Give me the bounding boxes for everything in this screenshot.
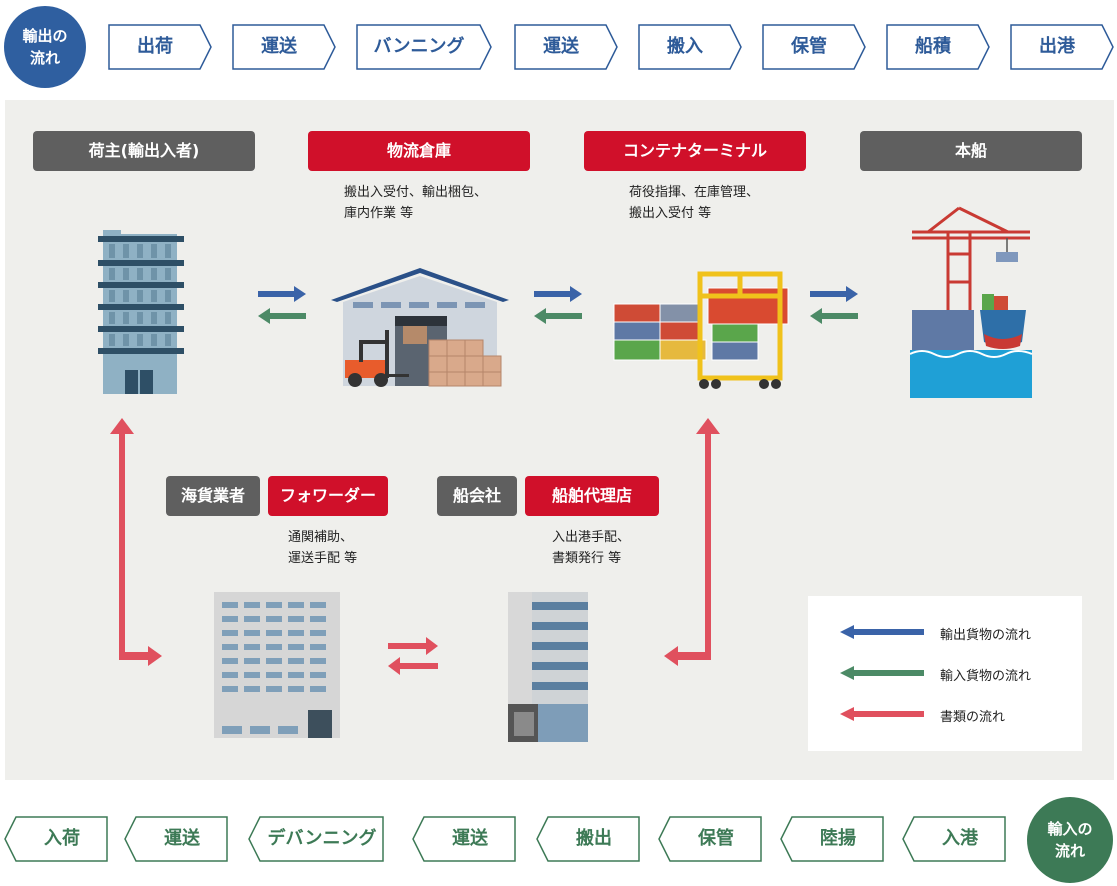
import-step-transport-1: 運送 — [124, 816, 228, 862]
import-arrow-2-icon — [534, 308, 582, 324]
agent-category-tag: 船会社 — [437, 476, 517, 516]
export-step-departure: 出港 — [1010, 24, 1114, 70]
legend-import-arrow-icon — [840, 666, 924, 680]
import-arrow-1-icon — [258, 308, 306, 324]
export-step-storage: 保管 — [762, 24, 866, 70]
container-terminal-icon — [613, 271, 789, 389]
agent-desc: 入出港手配、 書類発行 等 — [552, 530, 631, 566]
export-step-loading: 船積 — [886, 24, 990, 70]
terminal-tag: コンテナターミナル — [584, 131, 806, 171]
export-step-vanning: バンニング — [356, 24, 492, 70]
import-step-transport-2: 運送 — [412, 816, 516, 862]
agent-building-icon — [508, 592, 588, 742]
legend-import-label: 輸入貨物の流れ — [940, 669, 1032, 684]
export-step-label: 出港 — [1039, 36, 1075, 57]
export-step-label: 出荷 — [137, 36, 173, 57]
export-step-label: 保管 — [791, 36, 827, 57]
legend-document-arrow-icon — [840, 707, 924, 721]
legend-document-label: 書類の流れ — [940, 710, 1006, 725]
agent-tag: 船舶代理店 — [525, 476, 659, 516]
document-flow-left-icon — [110, 418, 162, 666]
forwarder-building-icon — [214, 592, 340, 738]
import-flow-badge: 輸入の 流れ — [1027, 797, 1113, 883]
warehouse-icon — [331, 268, 509, 387]
forwarder-desc: 通関補助、 運送手配 等 — [288, 530, 358, 566]
import-flow-label: 輸入の 流れ — [1047, 820, 1093, 860]
vessel-crane-icon — [909, 206, 1033, 398]
import-step-label: 運送 — [452, 828, 488, 849]
export-flow-badge: 輸出の 流れ — [4, 6, 86, 88]
import-step-label: 入荷 — [44, 828, 80, 849]
export-step-label: 船積 — [915, 36, 951, 57]
import-step-devanning: デバンニング — [248, 816, 384, 862]
shipper-tag: 荷主(輸出入者) — [33, 131, 255, 171]
export-arrow-2-icon — [534, 286, 582, 302]
export-step-label: バンニング — [373, 36, 465, 57]
legend: 輸出貨物の流れ 輸入貨物の流れ 書類の流れ — [808, 596, 1082, 751]
legend-export-arrow-icon — [840, 625, 924, 639]
import-arrow-3-icon — [810, 308, 858, 324]
export-step-label: 搬入 — [667, 36, 703, 57]
import-step-carry-out: 搬出 — [536, 816, 640, 862]
terminal-desc: 荷役指揮、在庫管理、 搬出入受付 等 — [629, 185, 760, 221]
import-step-storage: 保管 — [658, 816, 762, 862]
import-step-receiving: 入荷 — [4, 816, 108, 862]
import-step-label: 運送 — [164, 828, 200, 849]
export-step-transport-1: 運送 — [232, 24, 336, 70]
import-step-unloading: 陸揚 — [780, 816, 884, 862]
export-step-carry-in: 搬入 — [638, 24, 742, 70]
import-step-arrival: 入港 — [902, 816, 1006, 862]
export-arrow-3-icon — [810, 286, 858, 302]
forwarder-tag: フォワーダー — [268, 476, 388, 516]
document-exchange-icon — [388, 637, 438, 675]
document-flow-right-icon — [664, 418, 720, 666]
export-step-transport-2: 運送 — [514, 24, 618, 70]
export-arrow-1-icon — [258, 286, 306, 302]
export-step-label: 運送 — [543, 36, 579, 57]
legend-export-label: 輸出貨物の流れ — [940, 628, 1032, 643]
export-step-label: 運送 — [261, 36, 297, 57]
export-flow-label: 輸出の 流れ — [22, 27, 68, 67]
import-step-label: 入港 — [942, 828, 978, 849]
import-step-label: デバンニング — [267, 828, 377, 849]
import-step-label: 搬出 — [576, 828, 612, 849]
office-building-icon — [98, 230, 184, 394]
import-step-label: 保管 — [698, 828, 734, 849]
forwarder-category-tag: 海貨業者 — [166, 476, 260, 516]
vessel-tag: 本船 — [860, 131, 1082, 171]
import-step-label: 陸揚 — [820, 828, 856, 849]
warehouse-tag: 物流倉庫 — [308, 131, 530, 171]
warehouse-desc: 搬出入受付、輸出梱包、 庫内作業 等 — [344, 185, 488, 221]
export-step-shipping: 出荷 — [108, 24, 212, 70]
